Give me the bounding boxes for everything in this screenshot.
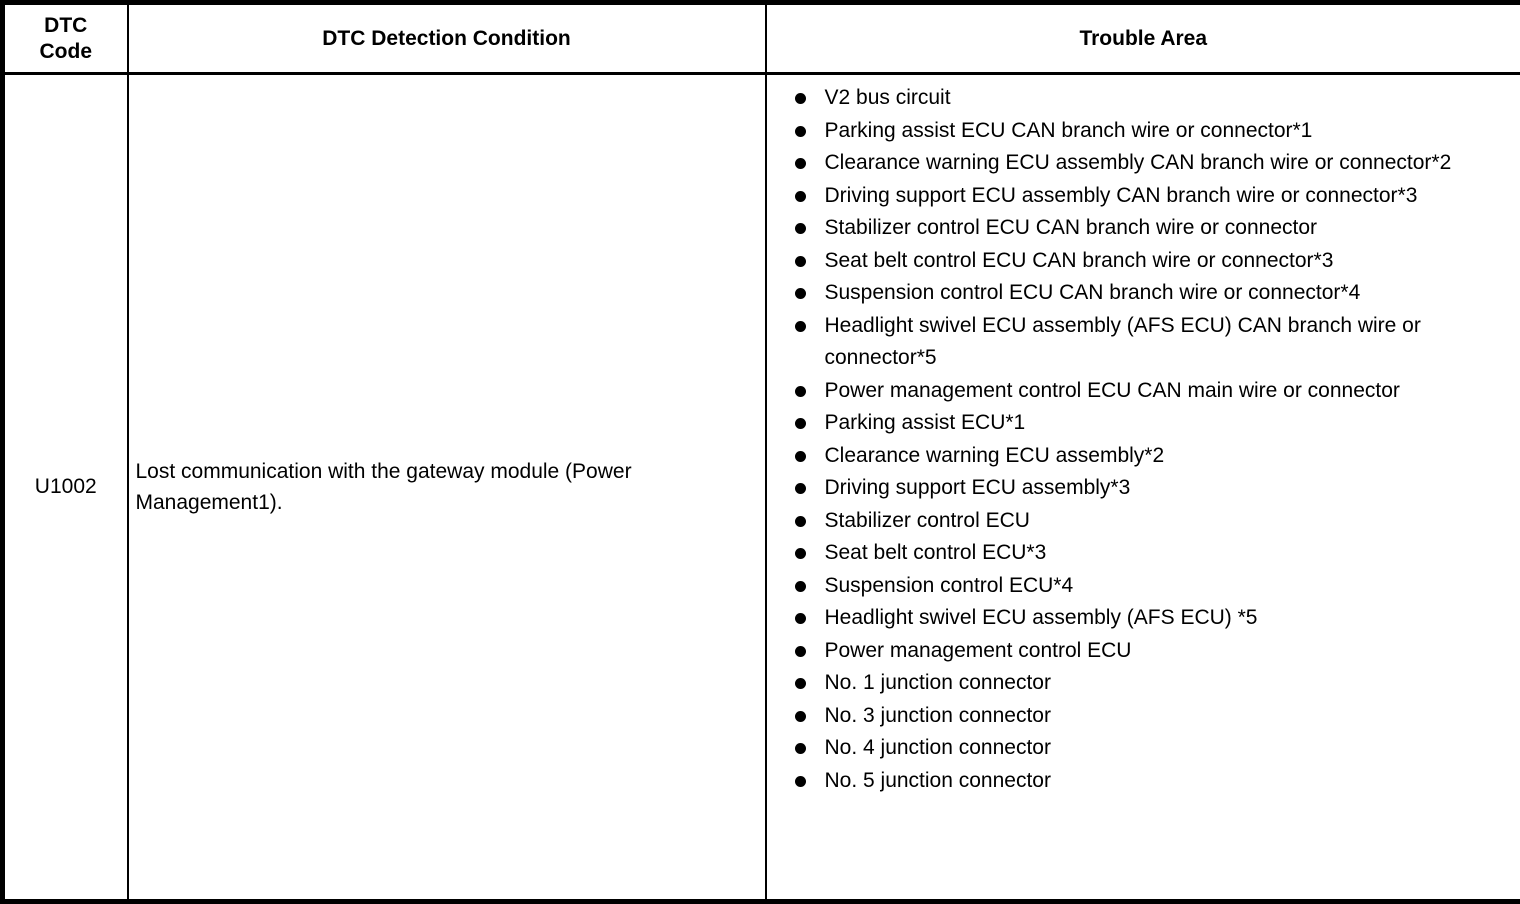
bullet-icon bbox=[794, 483, 806, 494]
bullet-icon bbox=[794, 385, 806, 397]
trouble-area-text: No. 3 junction connector bbox=[824, 703, 1051, 727]
trouble-area-item: Suspension control ECU*4 bbox=[767, 570, 1520, 603]
dtc-code-cell: U1002 bbox=[1, 72, 129, 903]
trouble-area-text: Suspension control ECU CAN branch wire o… bbox=[824, 281, 1361, 304]
bullet-icon bbox=[794, 580, 806, 592]
bullet-icon bbox=[794, 743, 806, 754]
trouble-area-text: Driving support ECU assembly*3 bbox=[824, 476, 1131, 499]
bullet-icon bbox=[794, 613, 806, 624]
bullet-icon bbox=[794, 125, 806, 137]
trouble-area-text: No. 5 junction connector bbox=[824, 768, 1051, 792]
table-row: U1002 Lost communication with the gatewa… bbox=[1, 72, 1520, 903]
bullet-icon bbox=[794, 320, 806, 332]
trouble-area-item: Stabilizer control ECU bbox=[767, 505, 1520, 538]
trouble-area-text: Stabilizer control ECU CAN branch wire o… bbox=[824, 216, 1318, 239]
trouble-area-item: Power management control ECU CAN main wi… bbox=[767, 375, 1520, 408]
trouble-area-item: Stabilizer control ECU CAN branch wire o… bbox=[767, 212, 1520, 245]
header-dtc-code: DTC Code bbox=[1, 1, 129, 75]
detection-condition-text: Lost communication with the gateway modu… bbox=[135, 460, 632, 514]
trouble-area-item: Suspension control ECU CAN branch wire o… bbox=[767, 277, 1520, 310]
header-detection-condition: DTC Detection Condition bbox=[126, 1, 767, 75]
trouble-area-item: Seat belt control ECU*3 bbox=[767, 537, 1520, 570]
trouble-area-item: Driving support ECU assembly*3 bbox=[767, 472, 1520, 505]
bullet-icon bbox=[794, 418, 806, 429]
trouble-area-item: Seat belt control ECU CAN branch wire or… bbox=[767, 245, 1520, 278]
trouble-area-item: Headlight swivel ECU assembly (AFS ECU) … bbox=[767, 310, 1520, 375]
bullet-icon bbox=[794, 223, 806, 234]
bullet-icon bbox=[794, 190, 806, 202]
bullet-icon bbox=[794, 93, 806, 104]
bullet-icon bbox=[794, 775, 806, 787]
trouble-area-item: Driving support ECU assembly CAN branch … bbox=[767, 180, 1520, 213]
header-trouble-area: Trouble Area bbox=[764, 1, 1520, 75]
trouble-area-text: No. 4 junction connector bbox=[824, 736, 1051, 759]
table-body: U1002 Lost communication with the gatewa… bbox=[1, 72, 1520, 903]
trouble-area-text: Parking assist ECU CAN branch wire or co… bbox=[824, 118, 1313, 142]
table-header: DTC Code DTC Detection Condition Trouble… bbox=[1, 1, 1520, 75]
trouble-area-item: Clearance warning ECU assembly*2 bbox=[767, 440, 1520, 473]
trouble-area-text: V2 bus circuit bbox=[824, 86, 951, 109]
trouble-area-text: Clearance warning ECU assembly*2 bbox=[824, 443, 1165, 467]
trouble-area-text: Power management control ECU CAN main wi… bbox=[824, 378, 1400, 402]
trouble-area-text: No. 1 junction connector bbox=[824, 671, 1051, 694]
trouble-area-text: Seat belt control ECU*3 bbox=[824, 541, 1047, 564]
trouble-area-text: Headlight swivel ECU assembly (AFS ECU) … bbox=[824, 606, 1258, 629]
trouble-area-item: Clearance warning ECU assembly CAN branc… bbox=[767, 147, 1520, 180]
bullet-icon bbox=[794, 710, 806, 722]
detection-condition-cell: Lost communication with the gateway modu… bbox=[126, 72, 767, 903]
bullet-icon bbox=[794, 450, 806, 462]
trouble-area-item: No. 4 junction connector bbox=[767, 732, 1520, 765]
trouble-area-text: Suspension control ECU*4 bbox=[824, 573, 1074, 597]
trouble-area-cell: V2 bus circuit Parking assist ECU CAN br… bbox=[764, 72, 1520, 903]
bullet-icon bbox=[794, 158, 806, 169]
header-row: DTC Code DTC Detection Condition Trouble… bbox=[1, 1, 1520, 75]
trouble-area-text: Driving support ECU assembly CAN branch … bbox=[824, 183, 1418, 207]
trouble-area-text: Headlight swivel ECU assembly (AFS ECU) … bbox=[824, 313, 1421, 370]
trouble-area-text: Parking assist ECU*1 bbox=[824, 411, 1026, 434]
bullet-icon bbox=[794, 678, 806, 689]
trouble-area-text: Seat belt control ECU CAN branch wire or… bbox=[824, 248, 1334, 272]
bullet-icon bbox=[794, 645, 806, 657]
trouble-area-item: No. 5 junction connector bbox=[767, 765, 1520, 798]
trouble-area-list: V2 bus circuit Parking assist ECU CAN br… bbox=[767, 82, 1520, 797]
trouble-area-item: Headlight swivel ECU assembly (AFS ECU) … bbox=[767, 602, 1520, 635]
trouble-area-text: Power management control ECU bbox=[824, 638, 1132, 662]
trouble-area-item: V2 bus circuit bbox=[767, 82, 1520, 115]
trouble-area-item: Power management control ECU bbox=[767, 635, 1520, 668]
trouble-area-text: Clearance warning ECU assembly CAN branc… bbox=[824, 151, 1452, 174]
trouble-area-item: No. 3 junction connector bbox=[767, 700, 1520, 733]
bullet-icon bbox=[794, 255, 806, 267]
bullet-icon bbox=[794, 548, 806, 559]
trouble-area-item: Parking assist ECU CAN branch wire or co… bbox=[767, 115, 1520, 148]
trouble-area-text: Stabilizer control ECU bbox=[824, 508, 1030, 532]
trouble-area-item: Parking assist ECU*1 bbox=[767, 407, 1520, 440]
bullet-icon bbox=[794, 288, 806, 299]
bullet-icon bbox=[794, 515, 806, 527]
trouble-area-item: No. 1 junction connector bbox=[767, 667, 1520, 700]
